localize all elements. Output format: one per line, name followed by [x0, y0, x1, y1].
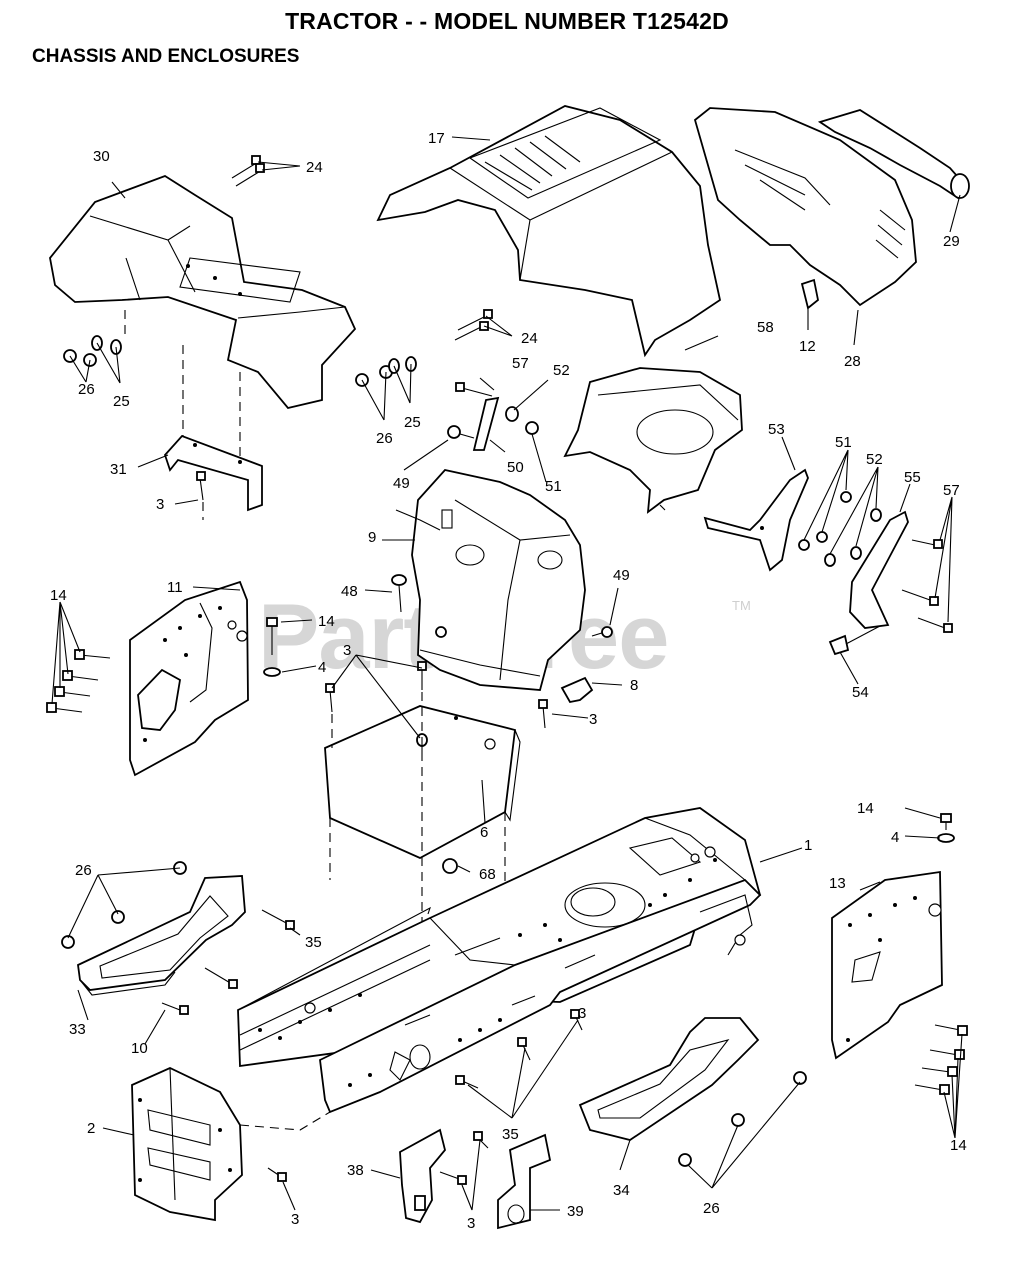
part-dashboard-9	[395, 469, 586, 691]
callout-31: 31	[110, 461, 127, 478]
callout-55: 55	[904, 469, 921, 486]
callout-24: 24	[306, 159, 323, 176]
callout-49: 49	[613, 567, 630, 584]
callout-4: 4	[318, 659, 326, 676]
leader-lines	[51, 136, 963, 1211]
bolt-48	[391, 574, 407, 613]
part-fender-deck	[49, 175, 357, 410]
part-footrest-33	[77, 875, 246, 996]
callout-25: 25	[404, 414, 421, 431]
callout-25: 25	[113, 393, 130, 410]
nuts-washers-left	[63, 310, 126, 367]
part-clip-12	[800, 278, 819, 310]
part-footrest-34	[578, 1017, 807, 1167]
callout-14: 14	[857, 800, 874, 817]
callout-11: 11	[167, 579, 183, 596]
bolts-24-lower	[454, 309, 493, 341]
watermark-trademark: TM	[732, 598, 751, 613]
callout-3: 3	[343, 642, 351, 659]
callout-8: 8	[630, 677, 638, 694]
part-hood	[376, 105, 722, 358]
part-shield-58	[563, 367, 743, 514]
callout-33: 33	[69, 1021, 86, 1038]
bolts-35-frame	[455, 1009, 583, 1089]
callout-28: 28	[844, 353, 861, 370]
bolt-49-right	[591, 626, 613, 638]
part-bracket-53	[703, 468, 809, 572]
part-clip-8	[560, 676, 594, 704]
callout-39: 39	[567, 1203, 584, 1220]
callout-34: 34	[613, 1182, 630, 1199]
part-front-bracket-2	[131, 1067, 331, 1222]
part-main-frame-1	[237, 807, 762, 1114]
section-subtitle: CHASSIS AND ENCLOSURES	[32, 46, 300, 67]
callout-30: 30	[93, 148, 110, 165]
callout-51: 51	[835, 434, 852, 451]
callout-17: 17	[428, 130, 445, 147]
callout-57: 57	[512, 355, 529, 372]
callout-51: 51	[545, 478, 562, 495]
callout-26: 26	[78, 381, 95, 398]
callout-12: 12	[799, 338, 816, 355]
callout-57: 57	[943, 482, 960, 499]
callout-1: 1	[804, 837, 812, 854]
callout-3: 3	[156, 496, 164, 513]
callout-53: 53	[768, 421, 785, 438]
callout-labels: 1 2 3 3 3 3 3 3 4 4 6 8 9 10 11 12 13 14…	[50, 130, 967, 1232]
callout-14: 14	[318, 613, 335, 630]
part-knob-54	[828, 625, 881, 656]
callout-26: 26	[703, 1200, 720, 1217]
bolt-24-upper	[231, 155, 265, 187]
callout-24: 24	[521, 330, 538, 347]
callout-48: 48	[341, 583, 358, 600]
callout-38: 38	[347, 1162, 364, 1179]
fasteners-26-left	[61, 861, 295, 1015]
part-dash-panel	[693, 107, 970, 307]
callout-29: 29	[943, 233, 960, 250]
callout-3: 3	[578, 1005, 586, 1022]
callout-49: 49	[393, 475, 410, 492]
callout-10: 10	[131, 1040, 148, 1057]
bolts-14-left	[46, 649, 111, 713]
callout-3: 3	[589, 711, 597, 728]
fasteners-51-52	[798, 491, 882, 567]
callout-2: 2	[87, 1120, 95, 1137]
part-bracket-39	[473, 1131, 552, 1230]
callout-26: 26	[75, 862, 92, 879]
callout-14: 14	[50, 587, 67, 604]
bolt-washer-14-4	[263, 617, 281, 677]
callout-6: 6	[480, 824, 488, 841]
callout-13: 13	[829, 875, 846, 892]
callout-3: 3	[291, 1211, 299, 1228]
page-title: TRACTOR - - MODEL NUMBER T12542D	[285, 8, 729, 34]
callout-14: 14	[950, 1137, 967, 1154]
part-side-panel-11	[129, 580, 249, 777]
callout-3: 3	[467, 1215, 475, 1232]
callout-52: 52	[553, 362, 570, 379]
part-side-panel-13	[831, 813, 968, 1095]
callout-50: 50	[507, 459, 524, 476]
part-link-50	[447, 382, 539, 451]
callout-58: 58	[757, 319, 774, 336]
nut-68	[442, 858, 458, 874]
callout-35: 35	[305, 934, 322, 951]
callout-26: 26	[376, 430, 393, 447]
part-bracket-31	[163, 345, 263, 520]
part-bracket-38	[399, 1128, 467, 1224]
callout-35: 35	[502, 1126, 519, 1143]
callout-4: 4	[891, 829, 899, 846]
callout-9: 9	[368, 529, 376, 546]
callout-52: 52	[866, 451, 883, 468]
callout-54: 54	[852, 684, 869, 701]
part-bracket-55	[849, 510, 953, 633]
callout-68: 68	[479, 866, 496, 883]
